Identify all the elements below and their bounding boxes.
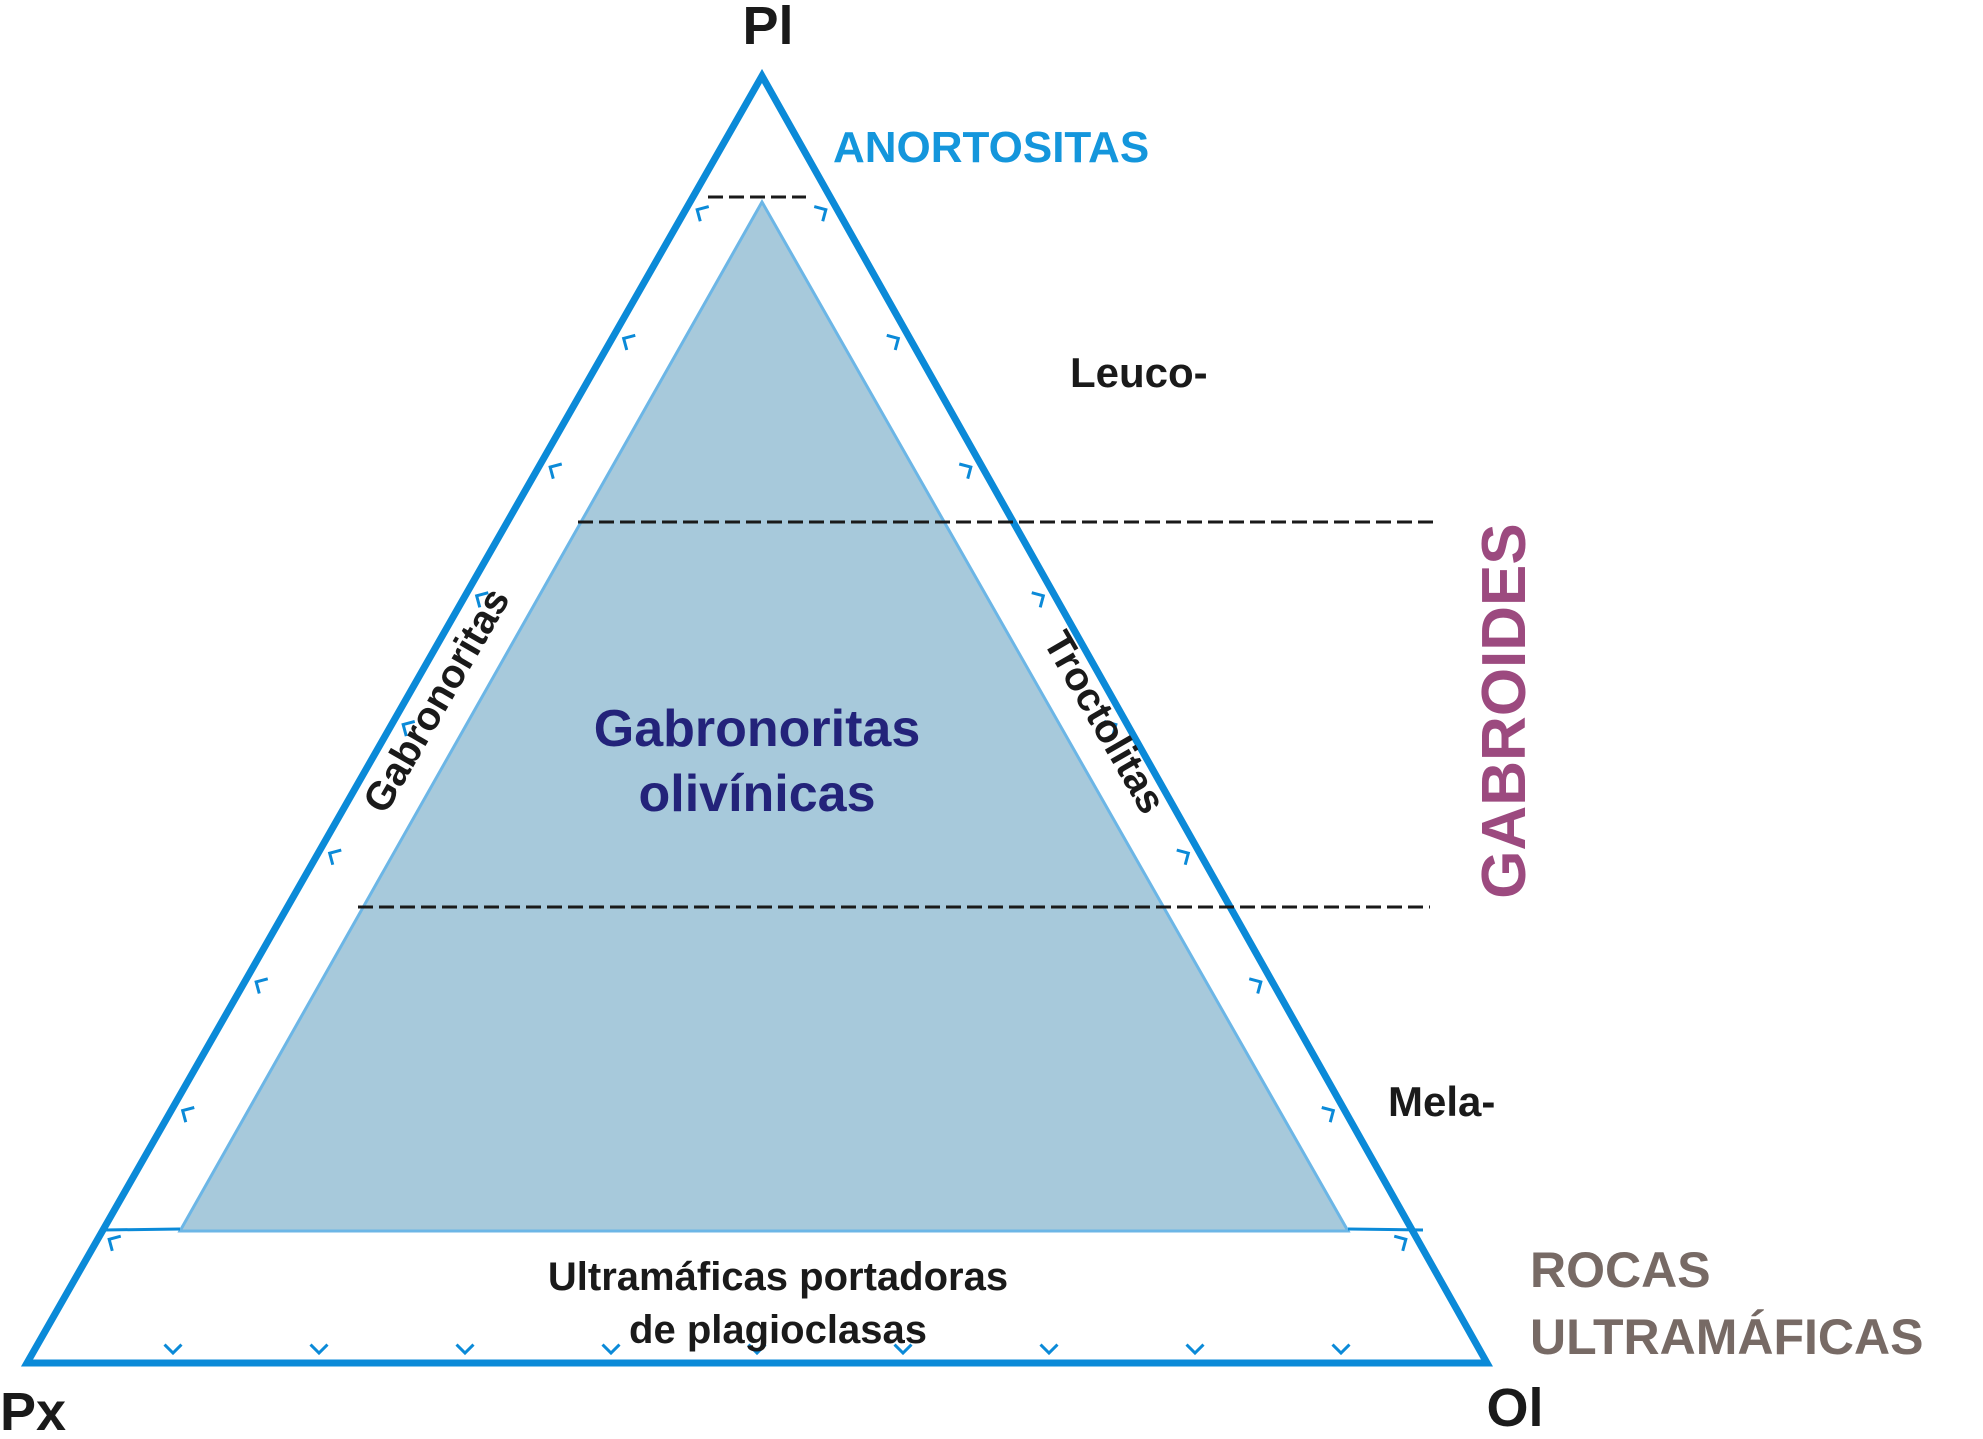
tick-base-edge <box>1039 1343 1059 1356</box>
tick-right-edge <box>1321 1106 1336 1123</box>
tick-right-edge <box>886 333 901 351</box>
tick-base-edge <box>1185 1343 1205 1356</box>
tick-left-edge <box>695 205 710 222</box>
ultramafic-boundary-right <box>1347 1227 1424 1232</box>
rocas-ultramaficas-label-line1: ROCAS <box>1530 1242 1711 1298</box>
ultramaficas-label-line1: Ultramáficas portadoras <box>548 1255 1008 1299</box>
tick-left-edge <box>180 1106 195 1123</box>
leuco-label: Leuco- <box>1070 349 1208 396</box>
tick-right-edge <box>958 462 973 480</box>
tick-left-edge <box>548 462 563 480</box>
vertex-label-px: Px <box>0 1382 66 1439</box>
tick-left-edge <box>327 848 342 866</box>
gabroides-label: GABROIDES <box>1470 523 1539 898</box>
tick-left-edge <box>107 1234 122 1252</box>
rocas-ultramaficas-label-line2: ULTRAMÁFICAS <box>1530 1309 1923 1365</box>
gabronoritas-olivinicas-field <box>177 198 1351 1233</box>
anortositas-label: ANORTOSITAS <box>833 123 1149 172</box>
tick-left-edge <box>254 977 269 994</box>
tick-base-edge <box>601 1343 621 1356</box>
tick-right-edge <box>1031 591 1046 608</box>
tick-right-edge <box>1103 719 1118 737</box>
tick-base-edge <box>455 1343 475 1356</box>
vertex-label-pl: Pl <box>742 0 793 56</box>
tick-right-edge <box>1176 848 1191 866</box>
tick-base-edge <box>893 1343 913 1356</box>
mela-label: Mela- <box>1388 1078 1495 1125</box>
tick-right-edge <box>1393 1234 1408 1252</box>
ultramafic-boundary-left <box>103 1227 181 1232</box>
tick-left-edge <box>401 719 416 737</box>
ternary-triangle <box>20 68 1493 1367</box>
tick-base-edge <box>163 1343 183 1356</box>
tick-base-edge <box>309 1343 329 1356</box>
tick-left-edge <box>474 591 489 608</box>
gabronoritas-olivinicas-label-line2: olivínicas <box>639 765 876 823</box>
tick-left-edge <box>621 333 636 351</box>
gabronoritas-olivinicas-label-line1: Gabronoritas <box>594 700 921 758</box>
tick-right-edge <box>813 205 828 222</box>
tick-right-edge <box>1248 977 1263 994</box>
tick-base-edge <box>1331 1343 1351 1356</box>
tick-base-edge <box>747 1343 767 1356</box>
vertex-label-ol: Ol <box>1486 1378 1543 1438</box>
tick-marks <box>107 205 1408 1356</box>
ultramaficas-label-line2: de plagioclasas <box>629 1308 927 1352</box>
